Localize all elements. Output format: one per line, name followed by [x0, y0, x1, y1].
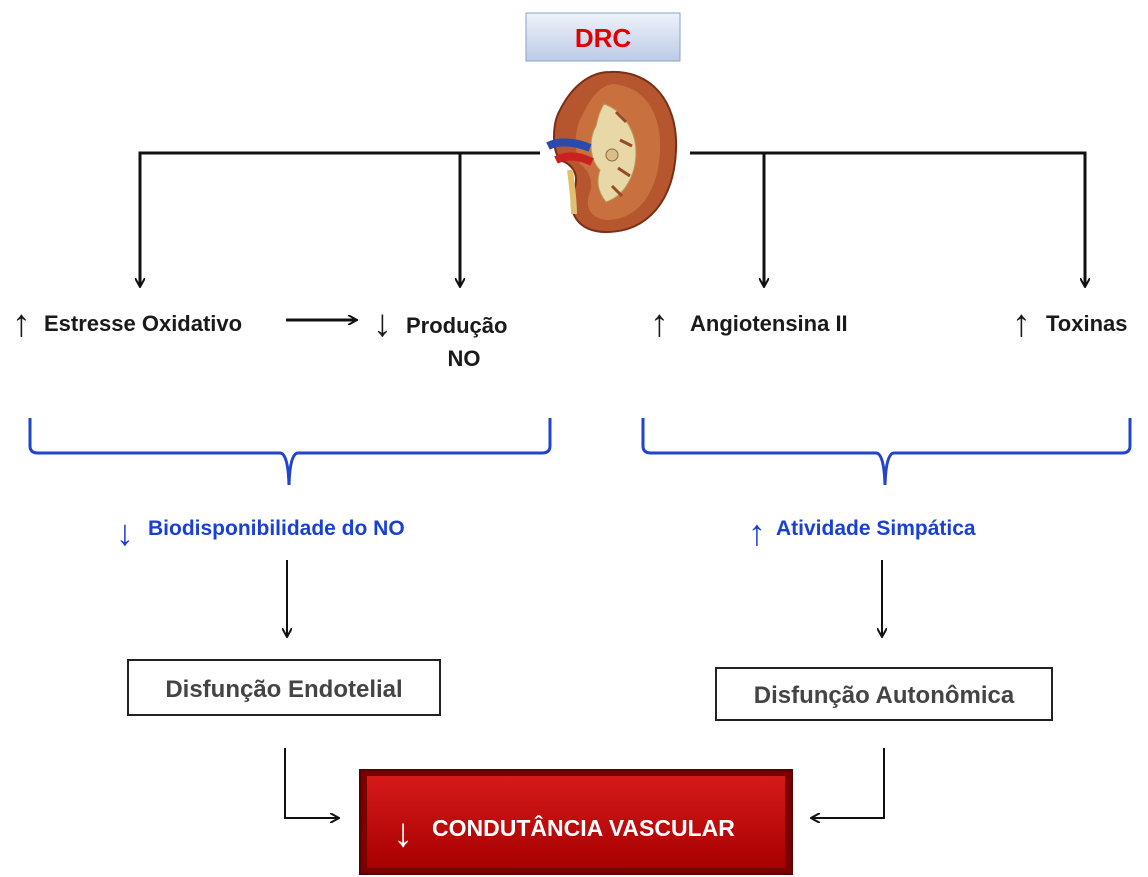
outcome-box: ↓ CONDUTÂNCIA VASCULAR — [359, 769, 793, 875]
up-arrow-icon: ↑ — [650, 303, 669, 345]
no-bioavailability-label: Biodisponibilidade do NO — [148, 517, 405, 540]
autonomic-dysfunction-box: Disfunção Autonômica — [715, 667, 1053, 721]
up-arrow-icon: ↑ — [12, 303, 31, 345]
factor-oxidative-stress: ↑ Estresse Oxidativo — [12, 303, 242, 345]
kidney-illustration — [546, 70, 678, 234]
factor-angiotensin: ↑ Angiotensina II — [650, 303, 848, 345]
factor-no-production: ↓ Produção NO — [373, 303, 507, 371]
down-arrow-icon: ↓ — [373, 303, 392, 345]
up-arrow-icon: ↑ — [1012, 303, 1031, 345]
mechanism-no-bioavailability: ↓ Biodisponibilidade do NO — [116, 512, 405, 553]
no-production-label-line1: Produção — [406, 313, 507, 338]
toxins-label: Toxinas — [1046, 311, 1128, 336]
angiotensin-label: Angiotensina II — [690, 311, 848, 336]
right-brace — [641, 418, 1132, 486]
sympathetic-activity-label: Atividade Simpática — [776, 517, 976, 540]
left-brace — [28, 418, 552, 486]
top-right-connector — [690, 151, 1085, 286]
top-left-connector — [140, 151, 540, 286]
no-production-label-line2: NO — [448, 346, 481, 371]
title-box: DRC — [525, 12, 681, 62]
autonomic-to-outcome-arrow — [812, 748, 885, 818]
down-arrow-icon: ↓ — [393, 811, 413, 855]
endothelial-dysfunction-box: Disfunção Endotelial — [127, 659, 441, 716]
mechanism-sympathetic-activity: ↑ Atividade Simpática — [748, 512, 976, 553]
endothelial-dysfunction-label: Disfunção Endotelial — [165, 676, 402, 703]
down-arrow-icon: ↓ — [116, 512, 134, 553]
autonomic-dysfunction-label: Disfunção Autonômica — [754, 682, 1015, 709]
up-arrow-icon: ↑ — [748, 512, 766, 553]
oxidative-stress-label: Estresse Oxidativo — [44, 311, 242, 336]
factor-toxins: ↑ Toxinas — [1012, 303, 1128, 345]
outcome-label: CONDUTÂNCIA VASCULAR — [432, 814, 735, 841]
title-label: DRC — [575, 23, 632, 53]
endothelial-to-outcome-arrow — [284, 748, 338, 818]
